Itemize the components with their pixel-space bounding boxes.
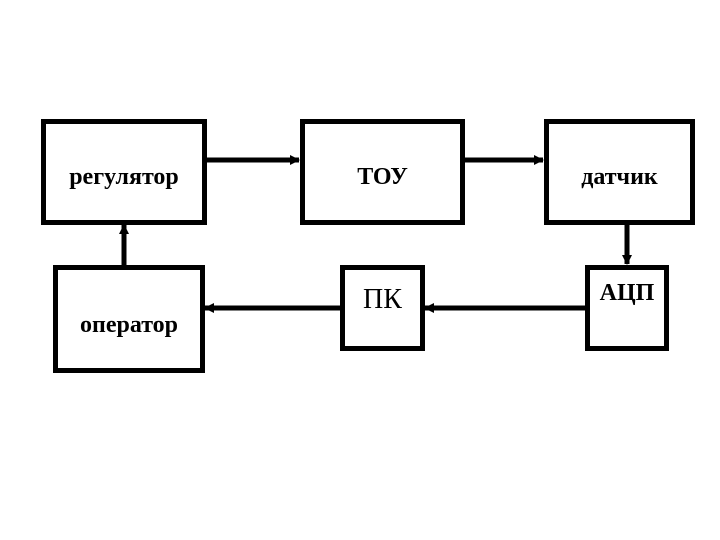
block-sensor-label: датчик (581, 164, 658, 190)
block-pc-label: ПК (363, 284, 402, 315)
block-adc: АЦП (585, 265, 669, 351)
block-operator: оператор (53, 265, 205, 373)
block-adc-label: АЦП (599, 280, 655, 306)
block-pc: ПК (340, 265, 425, 351)
block-tou: ТОУ (300, 119, 465, 225)
block-operator-label: оператор (79, 312, 179, 338)
block-regulator: регулятор (41, 119, 207, 225)
block-sensor: датчик (544, 119, 695, 225)
block-tou-label: ТОУ (357, 164, 408, 190)
block-regulator-label: регулятор (69, 164, 179, 190)
